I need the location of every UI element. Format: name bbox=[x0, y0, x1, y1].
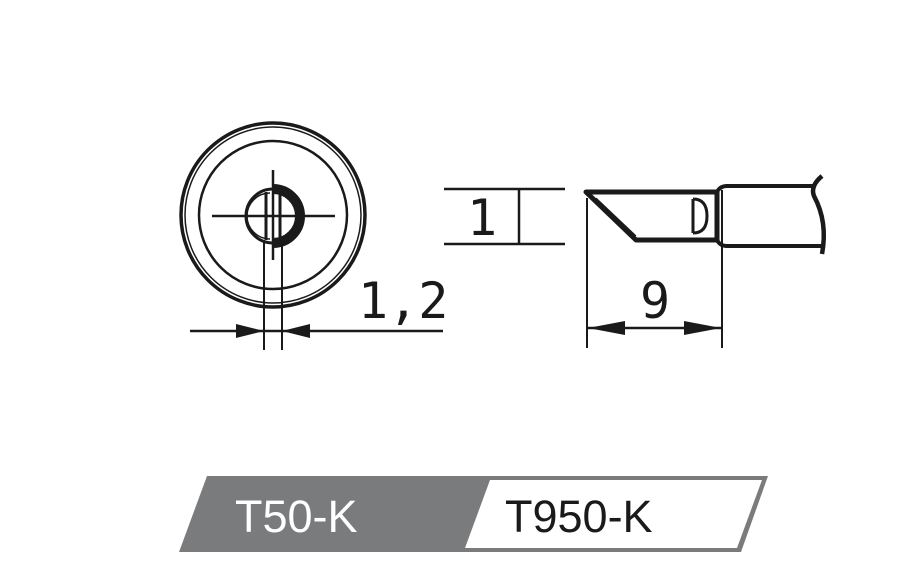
dimension-label-1: 1 bbox=[467, 189, 497, 247]
outer-ring bbox=[179, 121, 367, 309]
arrow-left-icon bbox=[282, 324, 310, 338]
model-label-band bbox=[179, 476, 768, 552]
break-line bbox=[810, 174, 826, 255]
tip-face bbox=[244, 184, 305, 248]
tip-shaft bbox=[715, 184, 814, 193]
model-label-primary: T50-K bbox=[235, 491, 358, 542]
outer-ring-inner bbox=[184, 126, 362, 304]
front-view bbox=[179, 121, 443, 350]
width-dimension bbox=[444, 187, 565, 246]
dimension-label-1-2: 1,2 bbox=[358, 272, 448, 330]
arrow-right-icon bbox=[684, 321, 721, 335]
model-label-secondary: T950-K bbox=[505, 491, 653, 542]
side-view bbox=[583, 174, 826, 348]
label-box-secondary bbox=[465, 480, 762, 548]
arrow-left-icon bbox=[588, 321, 625, 335]
arrow-right-icon bbox=[236, 324, 264, 338]
inner-ring bbox=[197, 139, 349, 291]
dimension-label-9: 9 bbox=[640, 272, 670, 330]
